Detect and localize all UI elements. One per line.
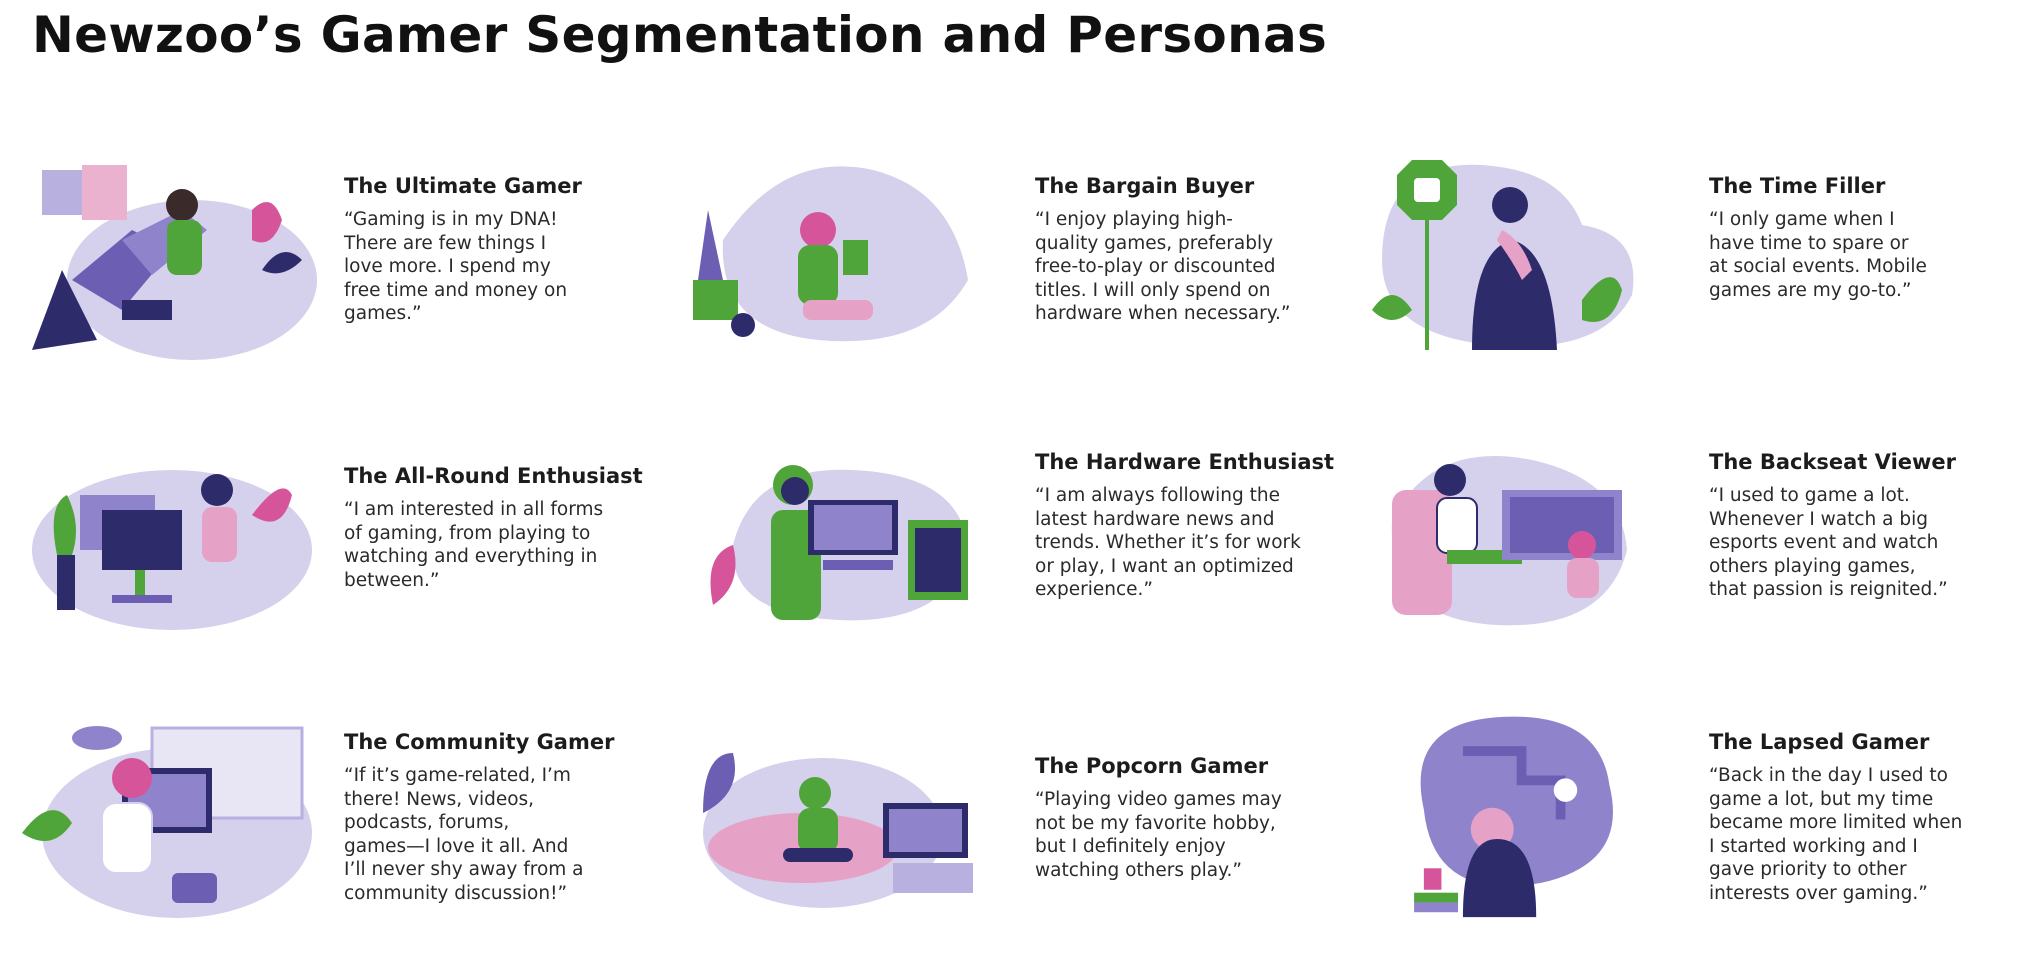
page-title: Newzoo’s Gamer Segmentation and Personas <box>32 6 1328 64</box>
persona-name: The Community Gamer <box>344 730 615 754</box>
persona-quote: “Back in the day I used to game a lot, b… <box>1709 765 1963 904</box>
persona-quote: “Playing video games may not be my favor… <box>1035 789 1282 881</box>
popcorn-gamer-illustration <box>683 718 983 928</box>
persona-quote: “I only game when I have time to spare o… <box>1709 209 1927 301</box>
all-round-enthusiast-illustration <box>22 440 322 650</box>
persona-time-filler: The Time Filler “I only game when I have… <box>1352 150 2012 390</box>
persona-backseat-viewer: The Backseat Viewer “I used to game a lo… <box>1352 440 2012 680</box>
time-filler-illustration <box>1352 150 1652 360</box>
persona-name: The Time Filler <box>1709 174 1886 198</box>
persona-name: The Hardware Enthusiast <box>1035 450 1335 474</box>
persona-community-gamer: The Community Gamer “If it’s game-relate… <box>22 718 682 958</box>
backseat-viewer-text: The Backseat Viewer “I used to game a lo… <box>1709 450 2019 602</box>
persona-ultimate-gamer: The Ultimate Gamer “Gaming is in my DNA!… <box>22 150 682 390</box>
lapsed-gamer-illustration <box>1352 712 1652 922</box>
persona-quote: “Gaming is in my DNA! There are few thin… <box>344 209 568 324</box>
persona-name: The Bargain Buyer <box>1035 174 1255 198</box>
persona-lapsed-gamer: The Lapsed Gamer “Back in the day I used… <box>1352 712 2012 952</box>
time-filler-text: The Time Filler “I only game when I have… <box>1709 174 2019 302</box>
persona-quote: “I am interested in all forms of gaming,… <box>344 499 604 591</box>
ultimate-gamer-text: The Ultimate Gamer “Gaming is in my DNA!… <box>344 174 674 326</box>
community-gamer-text: The Community Gamer “If it’s game-relate… <box>344 730 674 905</box>
persona-name: The Ultimate Gamer <box>344 174 582 198</box>
persona-all-round-enthusiast: The All-Round Enthusiast “I am intereste… <box>22 440 682 680</box>
persona-name: The Popcorn Gamer <box>1035 754 1269 778</box>
persona-name: The Lapsed Gamer <box>1709 730 1930 754</box>
persona-name: The Backseat Viewer <box>1709 450 1957 474</box>
persona-name: The All-Round Enthusiast <box>344 464 643 488</box>
all-round-enthusiast-text: The All-Round Enthusiast “I am intereste… <box>344 464 674 592</box>
bargain-buyer-illustration <box>683 150 983 360</box>
persona-quote: “If it’s game-related, I’m there! News, … <box>344 765 584 904</box>
community-gamer-illustration <box>22 718 322 928</box>
persona-quote: “I enjoy playing high- quality games, pr… <box>1035 209 1291 324</box>
popcorn-gamer-text: The Popcorn Gamer “Playing video games m… <box>1035 754 1365 882</box>
hardware-enthusiast-text: The Hardware Enthusiast “I am always fol… <box>1035 450 1365 602</box>
ultimate-gamer-illustration <box>22 150 322 360</box>
persona-hardware-enthusiast: The Hardware Enthusiast “I am always fol… <box>683 440 1343 680</box>
persona-popcorn-gamer: The Popcorn Gamer “Playing video games m… <box>683 718 1343 958</box>
persona-quote: “I used to game a lot. Whenever I watch … <box>1709 485 1948 600</box>
persona-bargain-buyer: The Bargain Buyer “I enjoy playing high-… <box>683 150 1343 390</box>
lapsed-gamer-text: The Lapsed Gamer “Back in the day I used… <box>1709 730 2019 905</box>
hardware-enthusiast-illustration <box>683 440 983 650</box>
bargain-buyer-text: The Bargain Buyer “I enjoy playing high-… <box>1035 174 1365 326</box>
persona-quote: “I am always following the latest hardwa… <box>1035 485 1301 600</box>
backseat-viewer-illustration <box>1352 440 1652 650</box>
